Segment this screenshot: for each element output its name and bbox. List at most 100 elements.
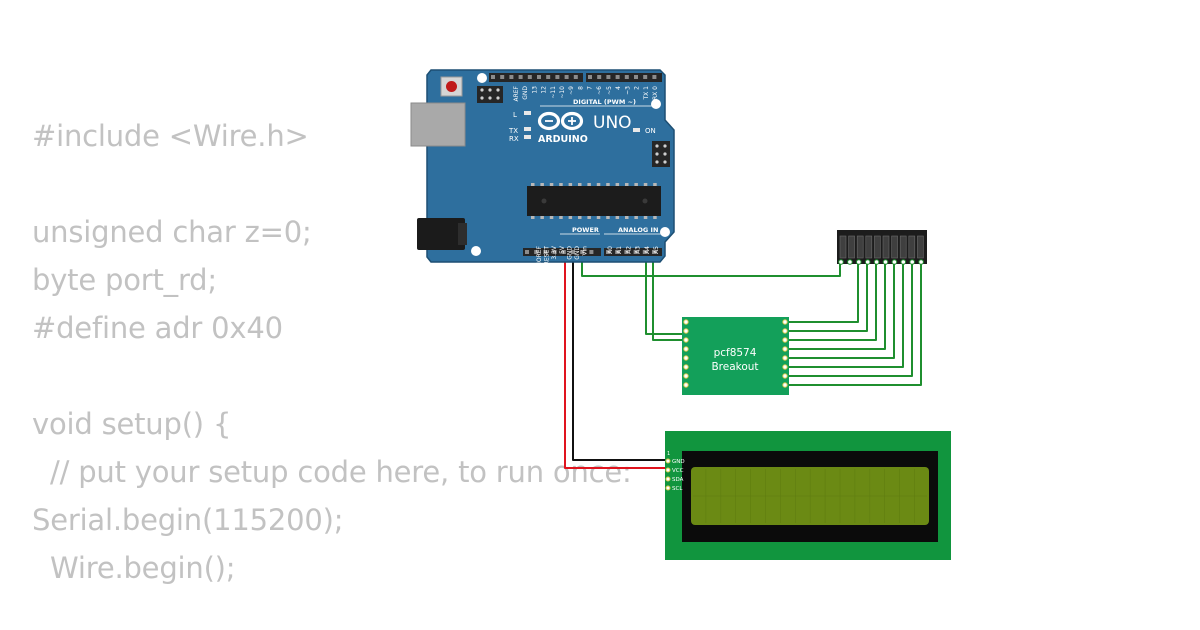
header-pin: [537, 75, 541, 79]
header-pin: [491, 75, 495, 79]
lcd-pin: [665, 485, 671, 491]
pin-label: A2: [625, 246, 632, 254]
mounting-hole: [471, 246, 481, 256]
header-pin: [652, 250, 656, 254]
pcf-pin: [782, 382, 788, 388]
header-pin: [589, 250, 594, 254]
bar-pin: [856, 259, 862, 265]
header-pin: [543, 250, 548, 254]
header-pin: [615, 75, 620, 79]
code-line: unsigned char z=0;: [32, 215, 312, 249]
led-tx-label: TX: [508, 127, 518, 135]
bar-segment: [891, 235, 898, 259]
pcf-pin: [683, 346, 689, 352]
chip-pin: [578, 216, 582, 219]
pin-label: 2: [634, 86, 641, 90]
pcf8574-breakout: pcf8574 Breakout: [682, 317, 789, 395]
lcd-pin: [665, 458, 671, 464]
chip-pin: [615, 183, 620, 186]
wire-p0-to-bargraph: [786, 262, 859, 323]
chip-pin: [625, 183, 629, 186]
pcf-pin: [683, 328, 689, 334]
header-pin: [624, 75, 629, 79]
pcf8574-label: pcf8574: [714, 347, 757, 359]
chip-pin: [643, 216, 648, 219]
pin-label: GND: [566, 246, 573, 260]
chip-pin: [549, 183, 554, 186]
bar-segment: [865, 235, 873, 259]
pin-label: ~6: [596, 86, 603, 95]
bar-pin: [873, 259, 880, 265]
lcd-pin-label: GND: [672, 459, 685, 465]
chip-pin: [634, 216, 638, 219]
pcf-pin: [782, 319, 788, 325]
header-pin: [580, 250, 585, 254]
led-rx: [524, 135, 531, 139]
chip-pin: [559, 183, 563, 186]
chip-pin: [540, 183, 544, 186]
bar-segment: [899, 235, 907, 259]
header-pin: [552, 250, 557, 254]
chip-pin: [625, 216, 629, 219]
led-on: [633, 128, 640, 132]
header-pin: [546, 75, 551, 79]
code-listing: #include <Wire.h>unsigned char z=0;byte …: [32, 112, 632, 592]
header-pin: [564, 75, 569, 79]
pin-label: 13: [531, 86, 538, 94]
bar-segment: [839, 235, 847, 259]
pin-label: 5V: [559, 245, 566, 254]
analog-in-label: ANALOG IN: [618, 226, 658, 234]
bar-pin: [900, 259, 907, 265]
led-tx: [524, 127, 531, 131]
pin-label: IOREF: [536, 245, 543, 263]
bar-pin: [882, 259, 889, 265]
pcf-pin: [782, 364, 788, 370]
header-pin: [633, 250, 638, 254]
wire-p5-to-bargraph: [786, 262, 904, 368]
chip-pin: [606, 183, 610, 186]
pcf-pin: [782, 328, 788, 334]
chip-pin: [578, 183, 582, 186]
bar-pin: [847, 259, 853, 265]
chip-pin: [653, 216, 657, 219]
wires: [564, 252, 922, 469]
pin-label: ~3: [624, 86, 631, 95]
bar-segment: [848, 235, 855, 259]
pin-label: ~10: [559, 86, 566, 99]
header-pin: [534, 250, 539, 254]
bar-pin: [838, 259, 844, 265]
pin-label: Vin: [582, 246, 589, 256]
chip-pin: [559, 216, 563, 219]
pin-label: RX 0: [652, 86, 659, 100]
digital-header-label: DIGITAL (PWM ~): [573, 98, 636, 106]
code-line: #define adr 0x40: [32, 311, 283, 345]
chip-pin: [568, 183, 573, 186]
wire-p3-to-bargraph: [786, 262, 886, 350]
led-bar-graph: [837, 230, 927, 265]
bar-segment: [882, 235, 890, 259]
wire-a5-scl: [652, 252, 684, 341]
chip-pin: [587, 183, 591, 186]
bar-pin: [891, 259, 898, 265]
led-l: [524, 111, 531, 115]
header-pin: [642, 250, 647, 254]
power-jack: [417, 218, 465, 250]
chip-pin: [615, 216, 620, 219]
pcf-pin: [782, 355, 788, 361]
bar-pin: [864, 259, 871, 265]
lcd-pin-label: SCL: [672, 486, 683, 492]
uno-label: UNO: [593, 113, 632, 133]
pin-label: ~11: [550, 86, 557, 99]
chip-pin: [596, 183, 601, 186]
lcd-pin-label: VCC: [672, 468, 684, 474]
header-pin: [527, 75, 532, 79]
mounting-hole: [660, 227, 670, 237]
mounting-hole: [651, 99, 661, 109]
wire-p7-to-bargraph: [786, 262, 922, 386]
led-on-label: ON: [645, 127, 656, 135]
lcd-pin: [665, 476, 671, 482]
pcf-pin: [782, 373, 788, 379]
breakout-label: Breakout: [711, 361, 758, 373]
